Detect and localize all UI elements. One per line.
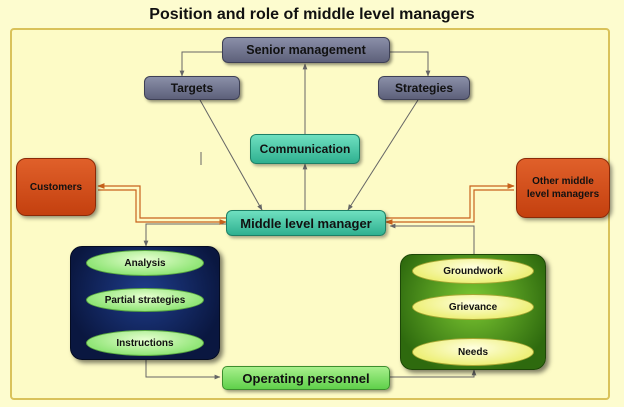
groundwork-label: Groundwork [443, 265, 503, 277]
diagram-title: Position and role of middle level manage… [149, 6, 475, 23]
other-managers-box: Other middle level managers [516, 158, 610, 218]
strategies-box: Strategies [378, 76, 470, 100]
arrow-senior-to-targets [179, 51, 222, 77]
arrow-middle-to-customers [97, 183, 226, 219]
strategies-label: Strategies [394, 81, 454, 95]
targets-label: Targets [170, 81, 214, 95]
arrow-left-panel-to-operating [145, 360, 221, 380]
arrow-right-panel-to-middle [389, 223, 475, 254]
analysis-pill: Analysis [86, 250, 204, 276]
arrow-middle-to-left-panel [143, 223, 228, 247]
operating-personnel-label: Operating personnel [242, 370, 370, 386]
other-managers-label: Other middle level managers [526, 176, 600, 200]
arrow-other-managers-to-middle [385, 189, 514, 225]
arrow-strategies-to-middle [347, 99, 419, 211]
instructions-pill: Instructions [86, 330, 204, 356]
operating-personnel-box: Operating personnel [222, 366, 390, 390]
senior-management-label: Senior management [246, 43, 366, 57]
groundwork-pill: Groundwork [412, 258, 534, 284]
communication-label: Communication [259, 142, 351, 156]
arrow-senior-to-strategies [390, 51, 431, 77]
partial-strategies-pill: Partial strategies [86, 288, 204, 312]
communication-box: Communication [250, 134, 360, 164]
arrow-targets-to-middle [199, 99, 263, 211]
middle-level-manager-box: Middle level manager [226, 210, 386, 236]
senior-management-box: Senior management [222, 37, 390, 63]
orange-connectors [97, 183, 515, 225]
customers-label: Customers [29, 181, 83, 193]
grievance-label: Grievance [448, 301, 498, 313]
needs-pill: Needs [412, 338, 534, 366]
grievance-pill: Grievance [412, 294, 534, 320]
needs-label: Needs [457, 346, 488, 358]
arrow-customers-to-middle [98, 189, 227, 225]
instructions-label: Instructions [116, 337, 174, 349]
partial-strategies-label: Partial strategies [104, 294, 186, 306]
arrow-middle-to-other-managers [386, 183, 515, 219]
arrow-operating-to-right-panel [390, 369, 477, 378]
middle-level-manager-label: Middle level manager [240, 215, 372, 231]
analysis-label: Analysis [124, 257, 166, 269]
customers-box: Customers [16, 158, 96, 216]
targets-box: Targets [144, 76, 240, 100]
